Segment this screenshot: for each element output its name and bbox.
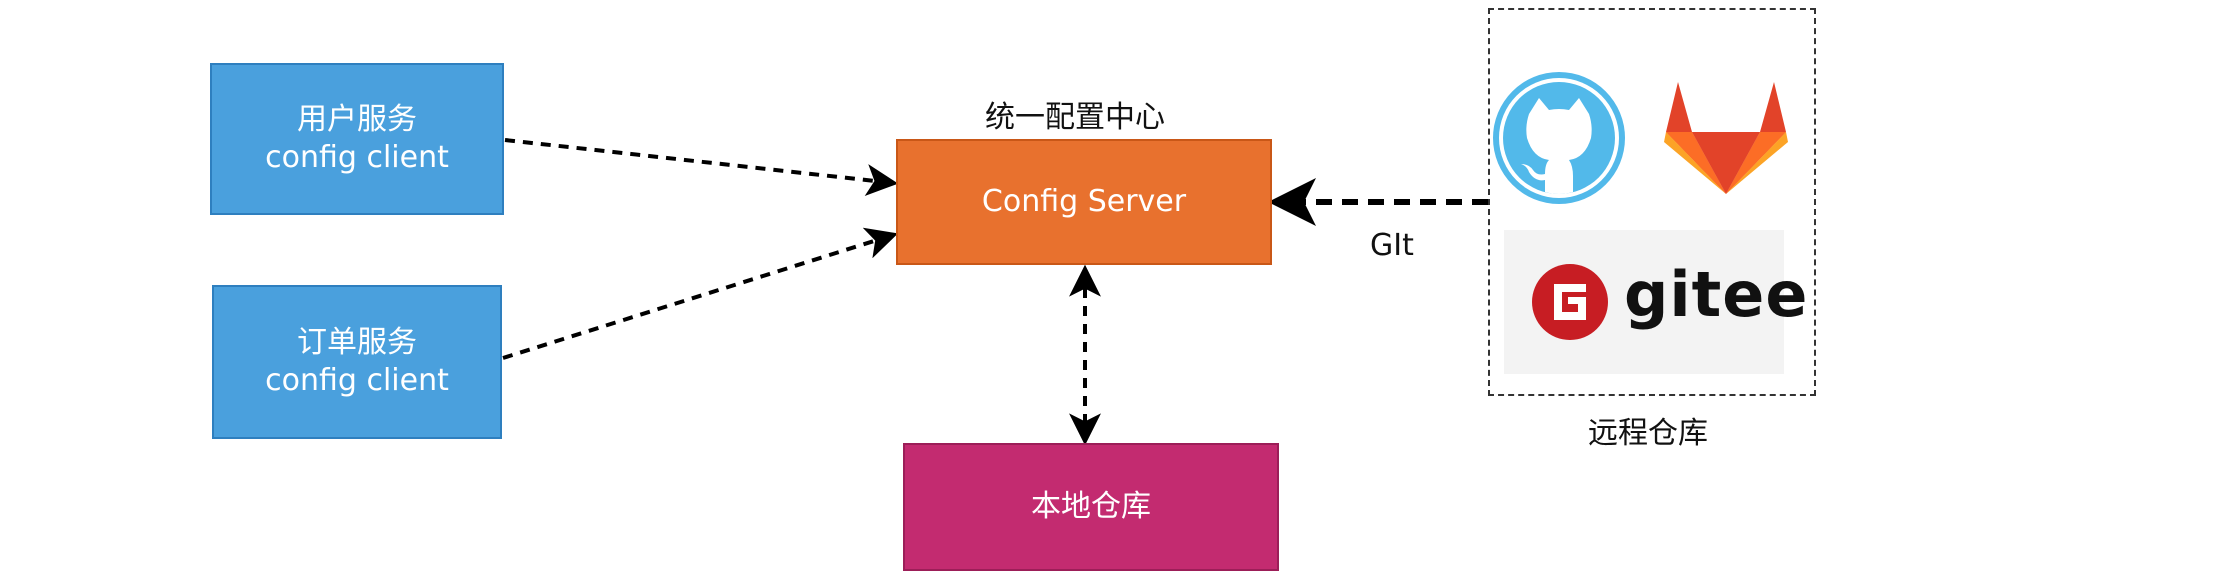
- gitee-icon: [1532, 264, 1608, 340]
- remote-repo-caption: 远程仓库: [1588, 416, 1708, 451]
- github-icon: [1493, 72, 1625, 204]
- edge-user-to-server: [504, 138, 899, 196]
- user-service-node[interactable]: 用户服务 config client: [210, 63, 504, 215]
- user-service-type: config client: [265, 140, 449, 175]
- gitee-logo-card: gitee: [1504, 230, 1807, 374]
- edge-order-to-server: [502, 227, 899, 360]
- user-service-name: 用户服务: [297, 102, 417, 137]
- config-server-node[interactable]: Config Server: [896, 139, 1272, 265]
- gitlab-icon: [1664, 82, 1788, 194]
- config-center-caption: 统一配置中心: [985, 100, 1165, 135]
- gitee-wordmark: gitee: [1624, 258, 1809, 331]
- config-server-label: Config Server: [981, 184, 1187, 219]
- remote-repo-group[interactable]: [1488, 8, 1816, 396]
- order-service-name: 订单服务: [297, 325, 417, 360]
- local-repo-node[interactable]: 本地仓库: [903, 443, 1279, 571]
- order-service-node[interactable]: 订单服务 config client: [212, 285, 502, 439]
- order-service-type: config client: [265, 363, 449, 398]
- local-repo-label: 本地仓库: [1031, 489, 1151, 524]
- git-edge-label: GIt: [1370, 228, 1414, 263]
